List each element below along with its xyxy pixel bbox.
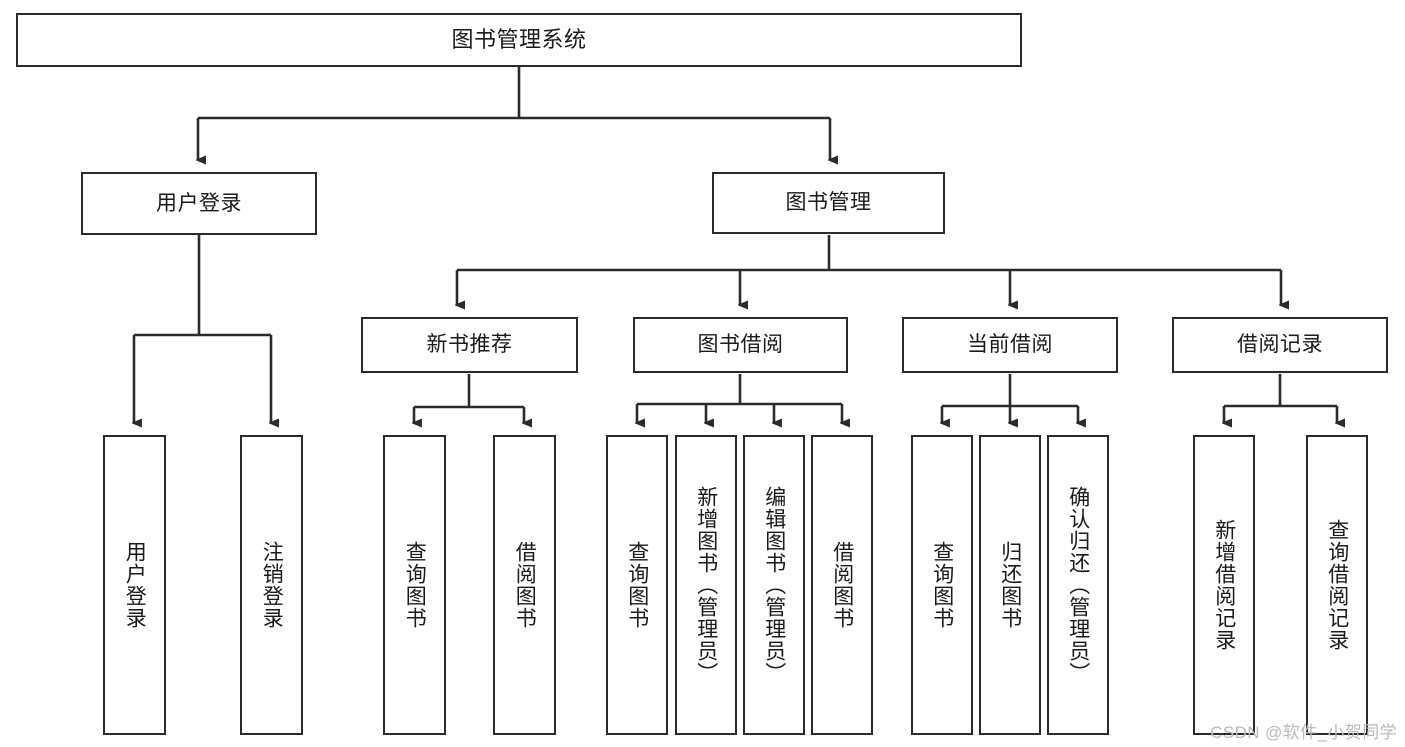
leaf-current-borrow-return-book[interactable]: 归还图书 [979, 435, 1041, 735]
node-book-management[interactable]: 图书管理 [712, 172, 945, 234]
node-book-borrow[interactable]: 图书借阅 [633, 317, 848, 373]
watermark-csdn: CSDN @软件_小贺同学 [1210, 723, 1397, 742]
leaf-borrow-record-add-record[interactable]: 新增借阅记录 [1193, 435, 1255, 735]
leaf-borrow-record-query-record[interactable]: 查询借阅记录 [1306, 435, 1368, 735]
leaf-label: 新增借阅记录 [1212, 519, 1236, 651]
leaf-label: 借阅图书 [830, 541, 854, 629]
leaf-label: 用户登录 [123, 541, 147, 629]
leaf-user-login-logout[interactable]: 注销登录 [240, 435, 303, 735]
node-book-borrow-label: 图书借阅 [697, 333, 784, 357]
leaf-new-book-borrow-book[interactable]: 借阅图书 [493, 435, 556, 735]
leaf-label: 查询图书 [403, 541, 427, 629]
leaf-book-borrow-borrow-book[interactable]: 借阅图书 [811, 435, 873, 735]
leaf-label: 编辑图书（管理员） [762, 486, 786, 684]
leaf-label: 借阅图书 [513, 541, 537, 629]
node-borrow-record-label: 借阅记录 [1237, 333, 1323, 357]
leaf-label: 确认归还（管理员） [1066, 486, 1090, 684]
leaf-current-borrow-query-book[interactable]: 查询图书 [911, 435, 973, 735]
node-current-borrow[interactable]: 当前借阅 [902, 317, 1118, 373]
leaf-label: 新增图书（管理员） [694, 486, 718, 684]
leaf-book-borrow-query-book[interactable]: 查询图书 [606, 435, 668, 735]
leaf-label: 查询借阅记录 [1325, 519, 1349, 651]
leaf-new-book-query-book[interactable]: 查询图书 [383, 435, 446, 735]
node-borrow-record[interactable]: 借阅记录 [1172, 317, 1388, 373]
node-user-login-label: 用户登录 [156, 191, 242, 215]
node-new-book-recommend[interactable]: 新书推荐 [361, 317, 578, 373]
leaf-book-borrow-add-book-admin[interactable]: 新增图书（管理员） [675, 435, 737, 735]
leaf-label: 查询图书 [625, 541, 649, 629]
node-root-label: 图书管理系统 [451, 26, 587, 52]
leaf-book-borrow-edit-book-admin[interactable]: 编辑图书（管理员） [743, 435, 805, 735]
node-book-management-label: 图书管理 [785, 191, 872, 215]
leaf-current-borrow-confirm-return-admin[interactable]: 确认归还（管理员） [1047, 435, 1109, 735]
leaf-user-login-login[interactable]: 用户登录 [103, 435, 166, 735]
leaf-label: 注销登录 [260, 541, 284, 629]
node-new-book-recommend-label: 新书推荐 [426, 333, 513, 357]
node-user-login[interactable]: 用户登录 [81, 172, 317, 235]
leaf-label: 归还图书 [998, 541, 1022, 629]
leaf-label: 查询图书 [930, 541, 954, 629]
node-current-borrow-label: 当前借阅 [967, 333, 1053, 357]
node-root-book-management-system[interactable]: 图书管理系统 [16, 13, 1022, 67]
